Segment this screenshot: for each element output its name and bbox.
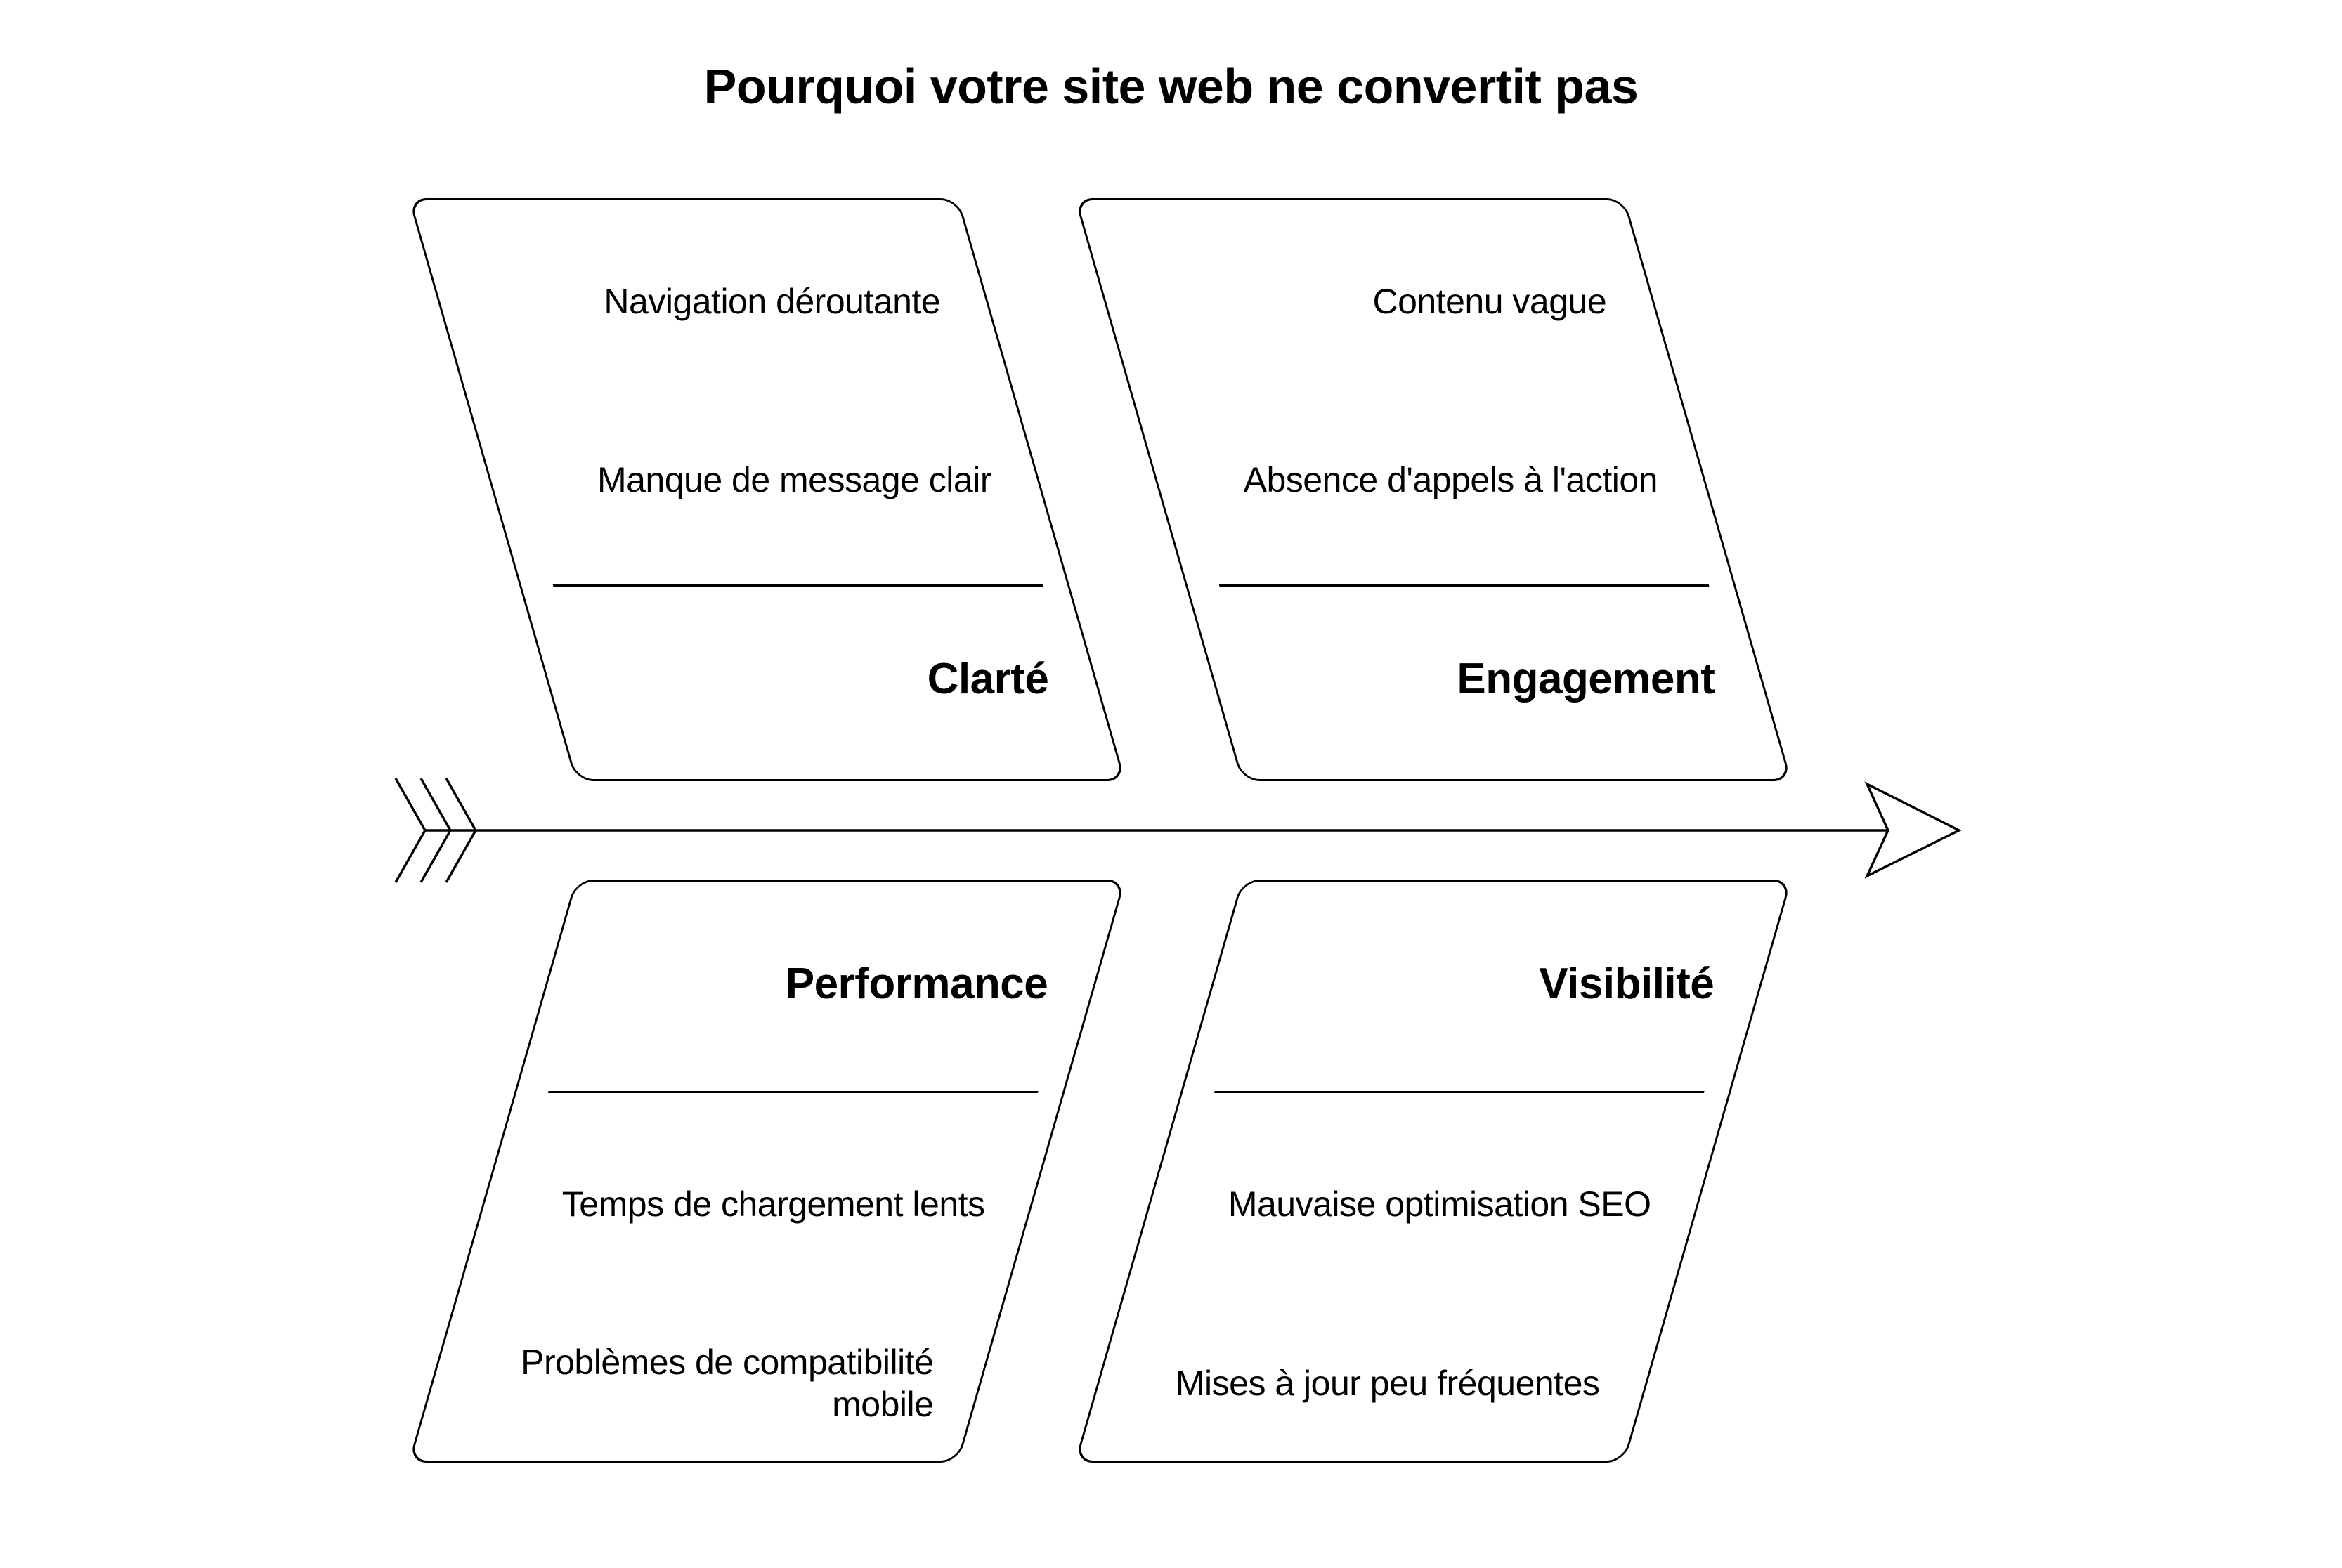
- cause-item: Navigation déroutante: [604, 282, 941, 321]
- category-label: Visibilité: [1539, 960, 1715, 1008]
- category-label: Clarté: [927, 655, 1049, 703]
- cause-item: Contenu vague: [1372, 282, 1607, 321]
- diagram-title: Pourquoi votre site web ne convertit pas: [703, 59, 1639, 114]
- cause-item: Manque de message clair: [597, 460, 991, 499]
- arrowhead-icon: [1864, 781, 1962, 879]
- fletching-3: [445, 778, 477, 883]
- category-divider: [552, 584, 1043, 587]
- cause-item: Absence d'appels à l'action: [1243, 460, 1658, 499]
- fletching-2: [419, 778, 452, 883]
- cause-item: Temps de chargement lents: [561, 1184, 985, 1224]
- fletching-1: [394, 778, 427, 883]
- cause-item: Mises à jour peu fréquentes: [1175, 1364, 1600, 1403]
- cause-item: Mauvaise optimisation SEO: [1228, 1184, 1651, 1224]
- category-label: Engagement: [1457, 655, 1715, 703]
- cause-item: Problèmes de compatibilité mobile: [521, 1342, 934, 1424]
- category-divider: [547, 1091, 1039, 1093]
- category-label: Performance: [785, 960, 1048, 1008]
- category-divider: [1214, 1091, 1705, 1093]
- category-divider: [1218, 584, 1710, 587]
